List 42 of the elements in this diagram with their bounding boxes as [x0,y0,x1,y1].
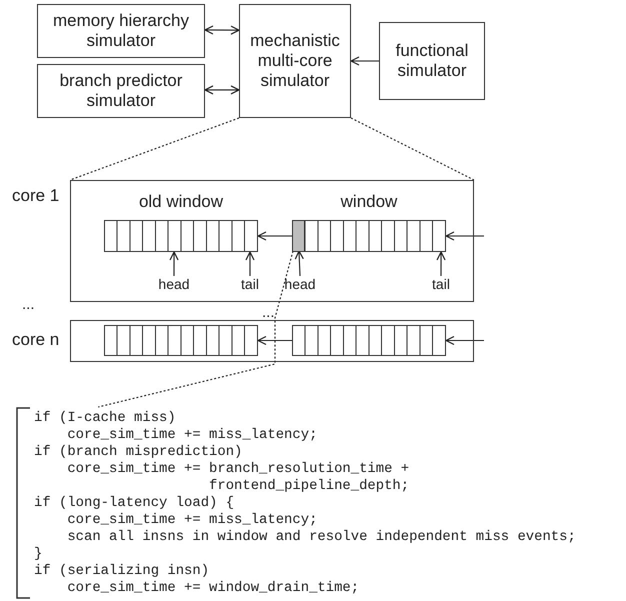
code-line: } [34,546,42,563]
code-line: if (long-latency load) { [34,495,234,512]
code-line: core_sim_time += miss_latency; [66,512,318,529]
code-line: frontend_pipeline_depth; [208,478,410,495]
code-line: core_sim_time += miss_latency; [66,427,318,444]
arrow [445,231,484,241]
dotted-line [98,250,294,408]
core-label: core 1 [12,186,60,206]
code-line: if (I-cache miss) [34,410,176,427]
core-label: core n [12,330,60,350]
arrow [436,251,446,276]
code-line: core_sim_time += branch_resolution_time + [66,461,410,478]
dotted-line [70,117,240,181]
instruction-buffer [292,325,446,356]
arrow [169,251,179,276]
ellipsis-text: ... [262,304,275,321]
simulator-box: branch predictor simulator [37,64,205,118]
window-title: window [340,192,398,212]
ellipsis-text: ... [22,296,35,313]
code-line: scan all insns in window and resolve independent miss events; [66,529,576,546]
instruction-buffer [104,325,258,356]
arrow [204,25,240,35]
arrow [204,85,240,95]
simulator-box: mechanistic multi-core simulator [239,4,351,118]
code-line: core_sim_time += window_drain_time; [66,580,360,597]
pointer-label: tail [421,276,461,292]
window-title: old window [138,192,224,212]
arrow [294,250,304,276]
simulator-box: memory hierarchy simulator [37,4,205,58]
arrow [445,336,484,346]
code-line: if (serializing insn) [34,563,210,580]
arrow [350,56,379,66]
pointer-label: tail [230,276,270,292]
dotted-line [350,118,474,180]
arrow [257,336,292,346]
pointer-label: head [154,276,194,292]
code-line: if (branch misprediction) [34,444,242,461]
simulator-box: functional simulator [379,22,485,100]
highlighted-cell [293,221,305,251]
arrow [245,251,255,276]
arrow [257,231,292,241]
pointer-label: head [280,276,320,292]
